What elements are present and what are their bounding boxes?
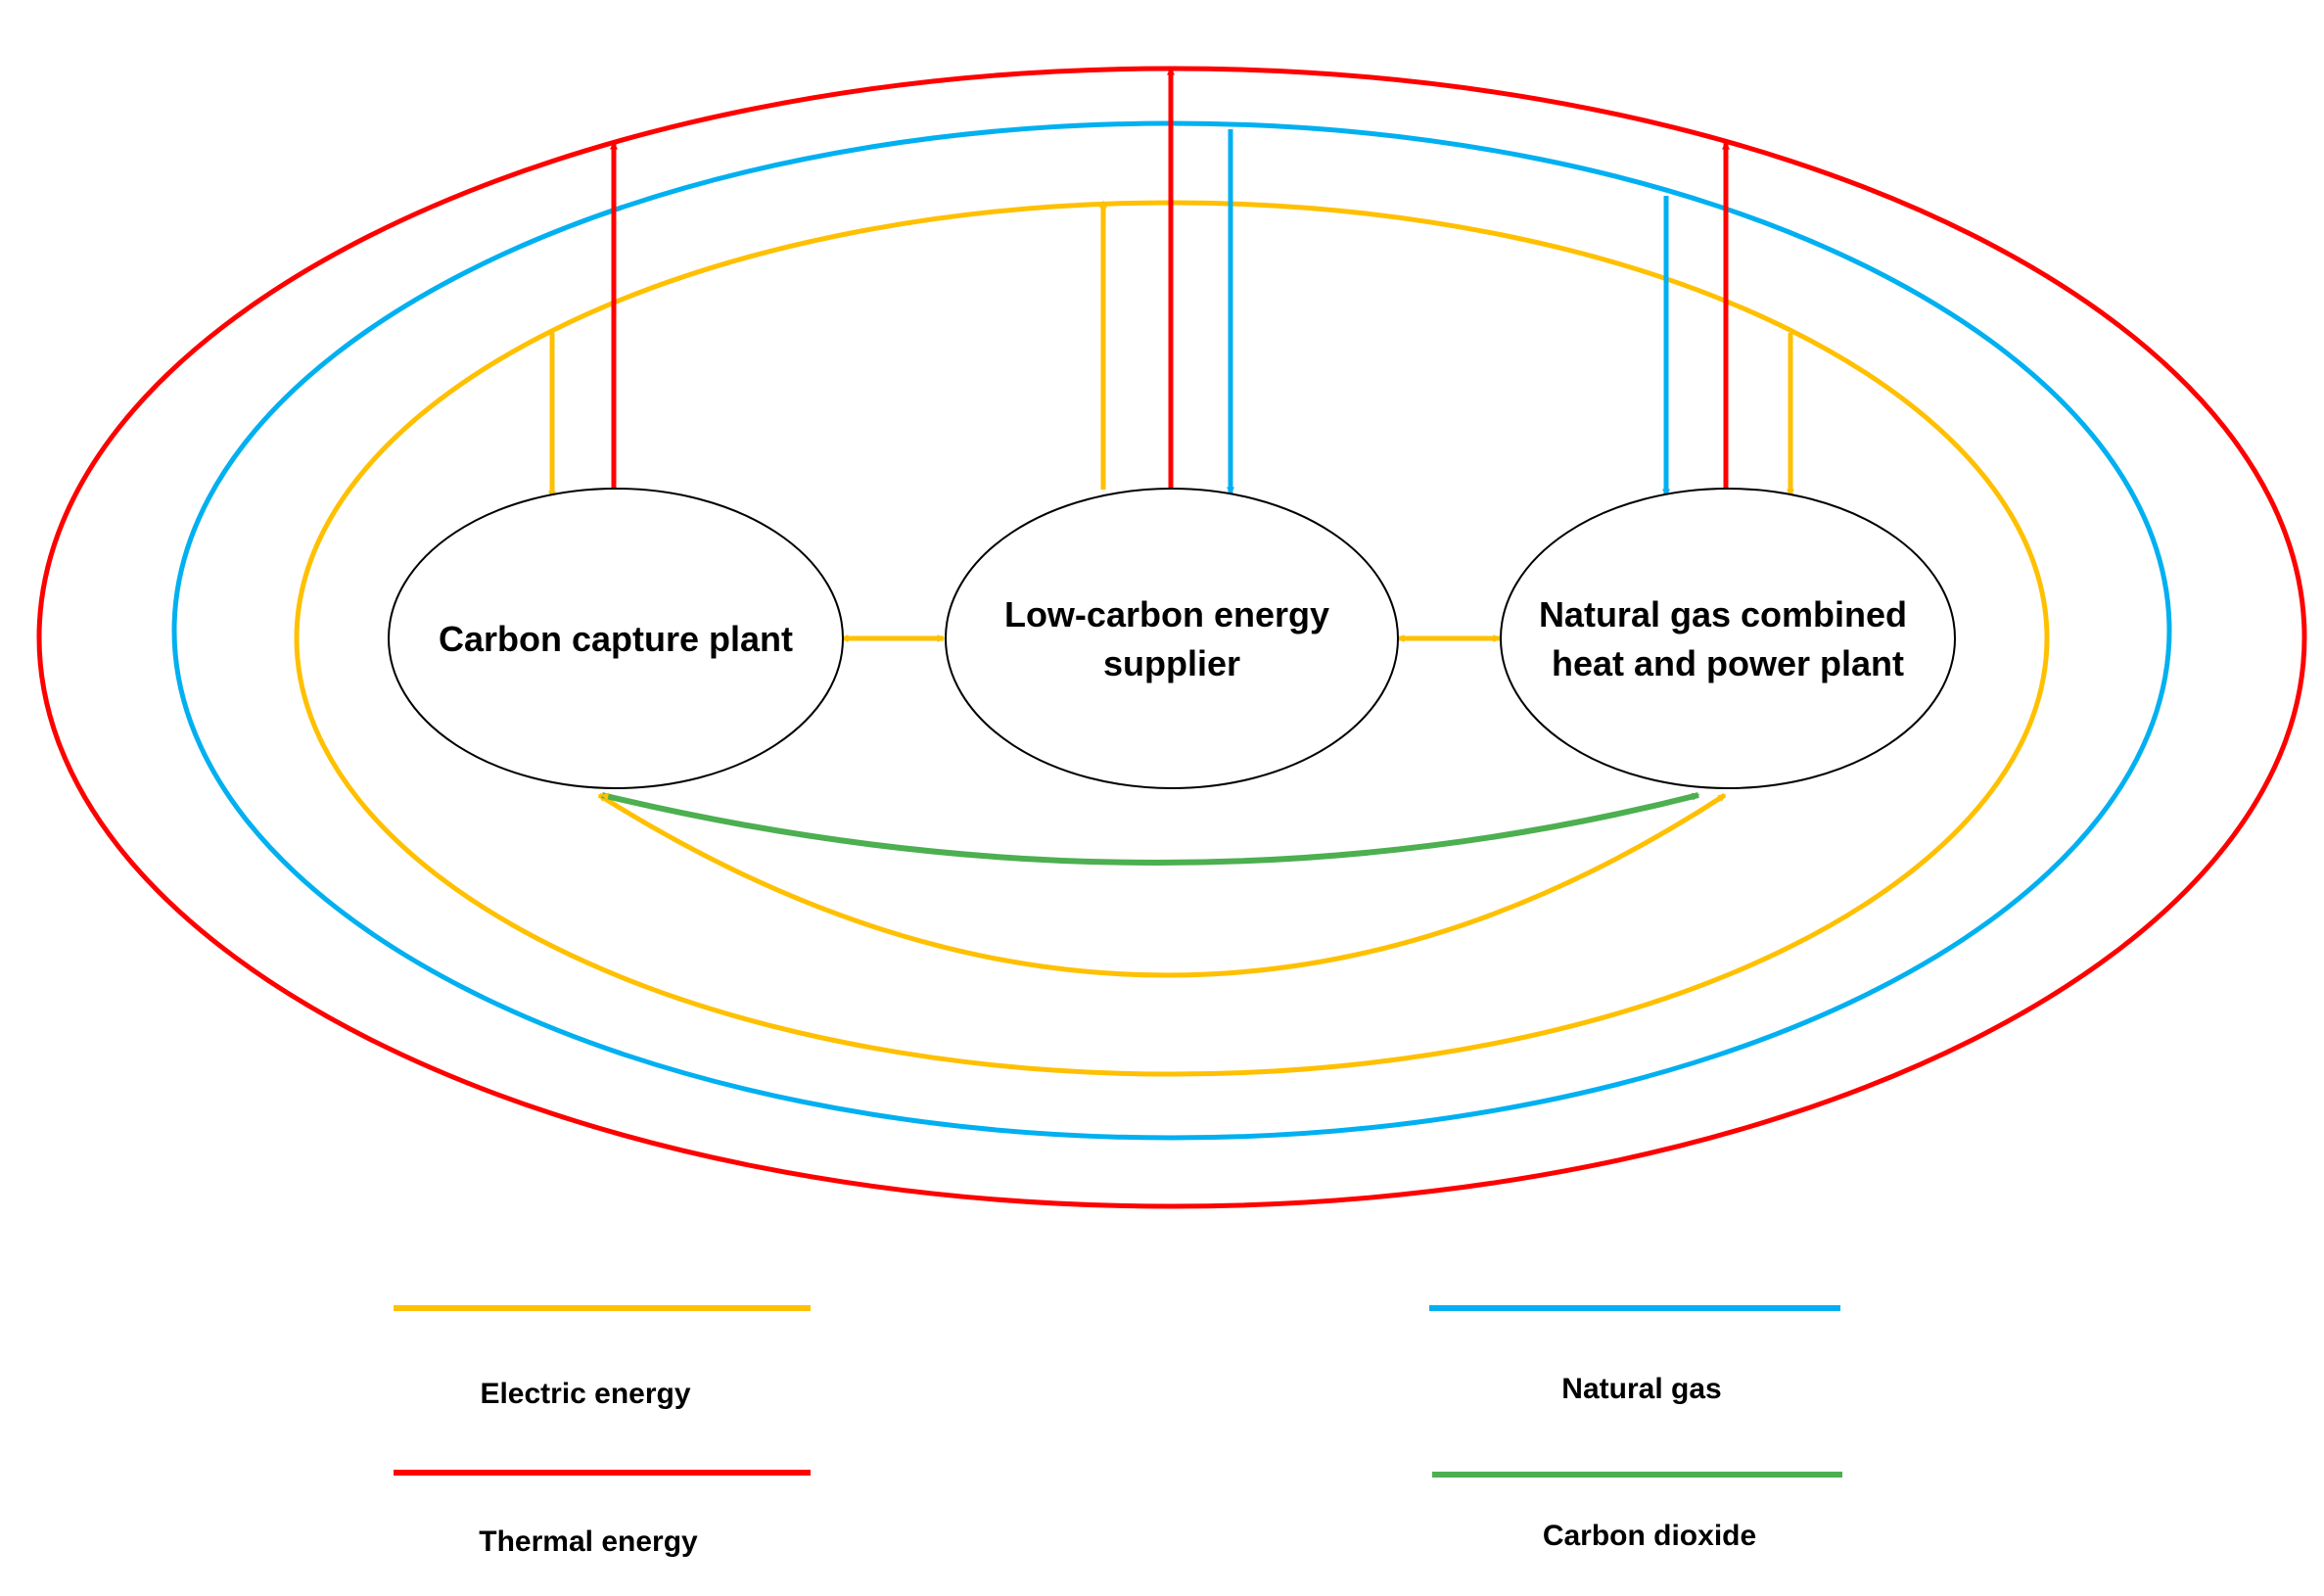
legend-co2-label: Carbon dioxide <box>1543 1520 1756 1552</box>
svg-text:Carbon capture plant: Carbon capture plant <box>439 619 793 659</box>
chp-label-line-2: heat and power plant <box>1552 643 1904 683</box>
electric-link-capture-chp <box>597 792 1727 978</box>
legend-thermal: Thermal energy <box>394 1470 811 1558</box>
legend-co2: Carbon dioxide <box>1432 1472 1842 1552</box>
legend: Electric energy Natural gas Thermal ener… <box>394 1305 1842 1558</box>
chp-plant-node: Natural gas combined heat and power plan… <box>1500 488 1956 789</box>
legend-thermal-label: Thermal energy <box>479 1526 698 1558</box>
legend-gas: Natural gas <box>1429 1305 1840 1405</box>
supplier-label-line-2: supplier <box>1103 643 1240 683</box>
chp-label-line-1: Natural gas combined <box>1539 594 1907 634</box>
carbon-capture-plant-node: Carbon capture plant <box>388 488 844 789</box>
supplier-label-line-1: Low-carbon energy <box>1004 594 1329 634</box>
co2-flow-arrow <box>600 792 1700 866</box>
legend-gas-label: Natural gas <box>1561 1373 1721 1405</box>
legend-electric-label: Electric energy <box>480 1378 690 1410</box>
low-carbon-energy-supplier-node: Low-carbon energy supplier <box>945 488 1399 789</box>
carbon-capture-plant-label: Carbon capture plant <box>439 619 793 659</box>
svg-text:Low-carbon energy suppli: Low-carbon energy supplier <box>1004 594 1339 683</box>
legend-electric: Electric energy <box>394 1305 811 1410</box>
svg-text:Natural gas combined hea: Natural gas combined heat and power plan… <box>1539 594 1917 683</box>
